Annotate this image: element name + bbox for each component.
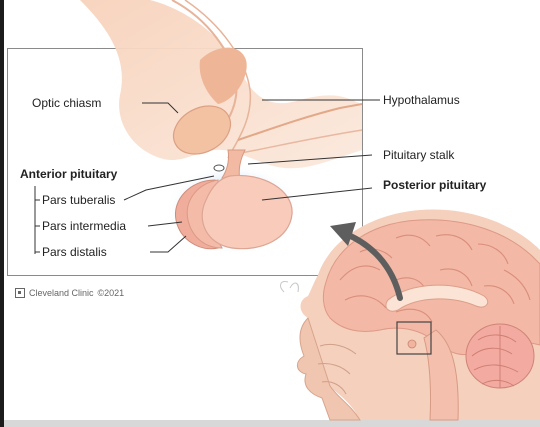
credit-brand: Cleveland Clinic bbox=[29, 288, 94, 298]
label-anterior-pituitary: Anterior pituitary bbox=[20, 167, 117, 181]
label-hypothalamus: Hypothalamus bbox=[383, 93, 460, 107]
credit-line: Cleveland Clinic ©2021 bbox=[15, 288, 124, 298]
label-posterior-pituitary: Posterior pituitary bbox=[383, 178, 486, 192]
label-pars-distalis: Pars distalis bbox=[42, 245, 107, 259]
label-pituitary-stalk: Pituitary stalk bbox=[383, 148, 454, 162]
credit-copyright: ©2021 bbox=[98, 288, 125, 298]
head-sagittal-illustration bbox=[297, 209, 540, 420]
artist-signature-mark bbox=[281, 282, 299, 292]
cleveland-clinic-logo-icon bbox=[15, 288, 25, 298]
label-optic-chiasm: Optic chiasm bbox=[32, 96, 101, 110]
label-pars-tuberalis: Pars tuberalis bbox=[42, 193, 115, 207]
label-pars-intermedia: Pars intermedia bbox=[42, 219, 126, 233]
